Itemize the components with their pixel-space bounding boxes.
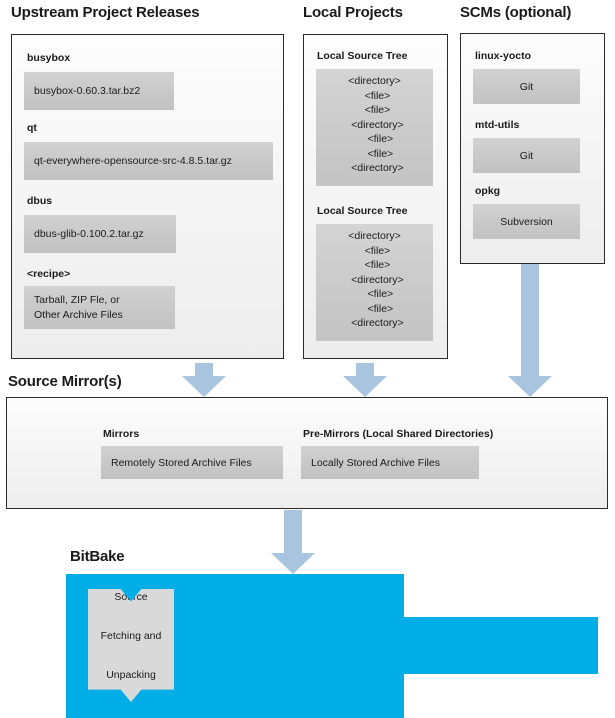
tree-line: <file>: [355, 288, 394, 300]
pre-mirrors-value: Locally Stored Archive Files: [301, 446, 479, 479]
tree-line: <directory>: [348, 75, 401, 87]
task-line-2: Fetching and: [100, 630, 162, 642]
pre-mirrors-group-label: Pre-Mirrors (Local Shared Directories): [303, 428, 494, 440]
arrow-mirrors-to-bitbake: [271, 510, 315, 574]
scms-value-opkg: Subversion: [473, 204, 580, 239]
upstream-group-label-recipe: <recipe>: [27, 268, 71, 280]
bitbake-section-title: BitBake: [70, 548, 125, 565]
tree-line: <file>: [355, 302, 394, 315]
scms-value-mtd-utils: Git: [473, 138, 580, 173]
upstream-value-recipe: Tarball, ZIP Fle, or Other Archive Files: [24, 286, 175, 329]
tree-line: <directory>: [345, 162, 404, 174]
tree-line: <directory>: [345, 317, 404, 329]
local-tree-box-2: <directory> <file> <file> <directory> <f…: [316, 224, 433, 341]
tree-line: <file>: [358, 244, 391, 257]
scms-group-label-linux-yocto: linux-yocto: [475, 50, 532, 62]
local-tree-label-2: Local Source Tree: [317, 205, 408, 217]
recipe-line-1: Tarball, ZIP Fle, or: [34, 294, 120, 306]
task-line-3: Unpacking: [106, 669, 156, 681]
tree-line: <file>: [355, 133, 394, 145]
tree-line: <file>: [358, 89, 391, 102]
scms-group-label-mtd-utils: mtd-utils: [475, 119, 520, 131]
tree-line: <file>: [358, 104, 391, 116]
upstream-section-title: Upstream Project Releases: [11, 4, 200, 21]
scms-section-title: SCMs (optional): [460, 4, 572, 21]
tree-line: <file>: [355, 147, 394, 160]
recipe-line-2: Other Archive Files: [34, 309, 123, 321]
upstream-value-qt: qt-everywhere-opensource-src-4.8.5.tar.g…: [24, 142, 273, 180]
upstream-group-label-qt: qt: [27, 122, 37, 134]
mirrors-value: Remotely Stored Archive Files: [101, 446, 283, 479]
mirrors-group-label: Mirrors: [103, 428, 140, 440]
upstream-value-dbus: dbus-glib-0.100.2.tar.gz: [24, 215, 176, 253]
upstream-group-label-dbus: dbus: [27, 195, 53, 207]
scms-value-linux-yocto: Git: [473, 69, 580, 104]
upstream-group-label-busybox: busybox: [27, 52, 71, 64]
tree-line: <directory>: [345, 118, 404, 131]
tree-line: <directory>: [348, 230, 401, 242]
local-tree-label-1: Local Source Tree: [317, 50, 408, 62]
source-fetching-and-unpacking-task: Source Fetching and Unpacking: [88, 589, 174, 702]
local-tree-box-1: <directory> <file> <file> <directory> <f…: [316, 69, 433, 186]
arrow-scms-to-mirrors: [508, 264, 552, 397]
arrow-local-projects-to-mirrors: [343, 363, 387, 397]
arrow-upstream-to-mirrors: [182, 363, 226, 397]
tree-line: <file>: [358, 259, 391, 271]
local-projects-section-title: Local Projects: [303, 4, 403, 21]
bitbake-extension-bar: [404, 617, 598, 674]
source-mirrors-section-title: Source Mirror(s): [8, 373, 122, 390]
tree-line: <directory>: [345, 273, 404, 286]
scms-group-label-opkg: opkg: [475, 185, 501, 197]
upstream-value-busybox: busybox-0.60.3.tar.bz2: [24, 72, 174, 110]
